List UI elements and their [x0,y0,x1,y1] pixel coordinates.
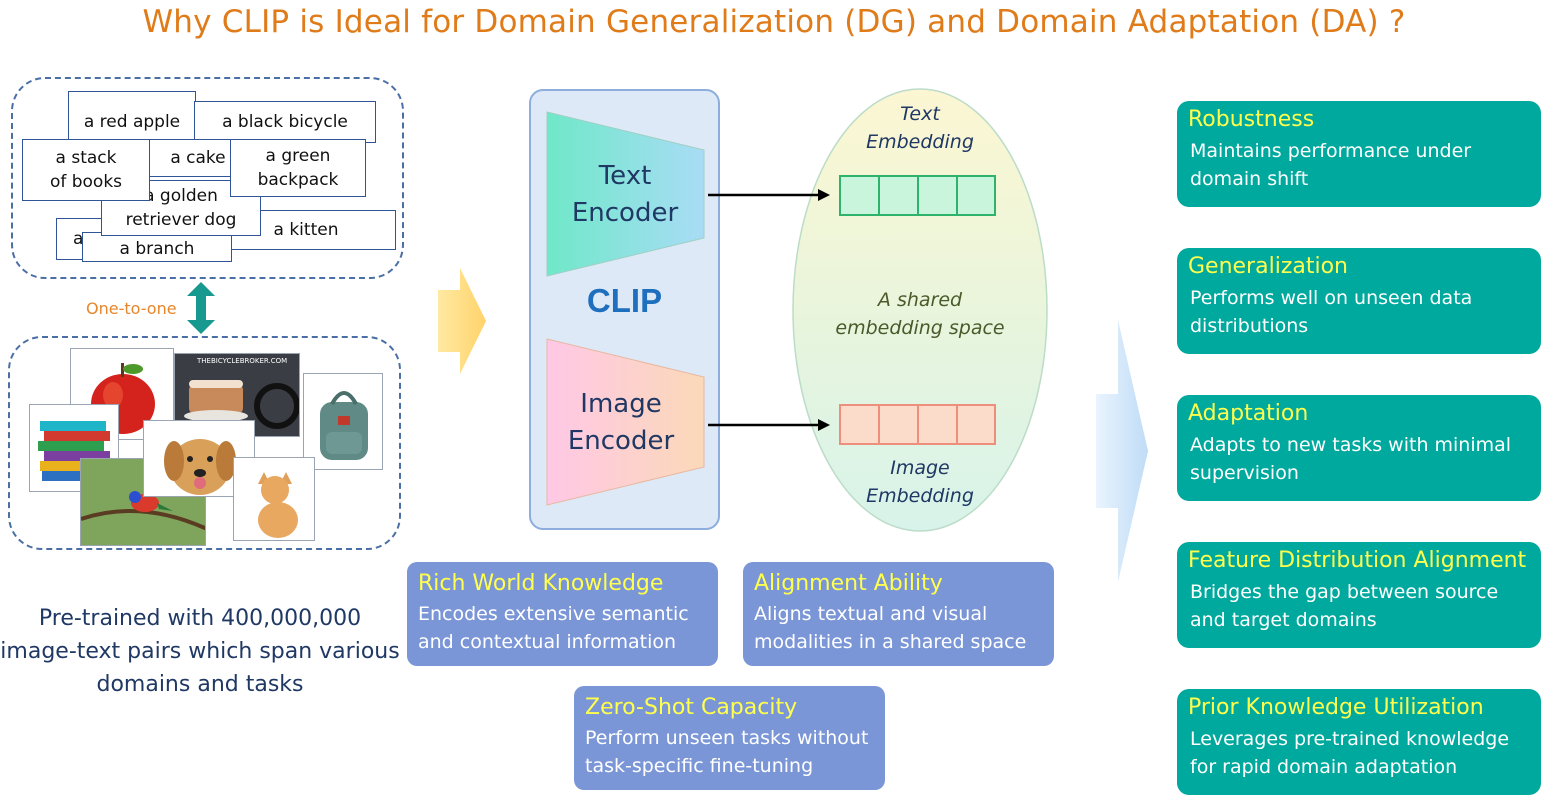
clip-label: CLIP [586,282,663,319]
feature-box-zero-shot-capacity: Zero-Shot Capacity Perform unseen tasks … [574,686,885,790]
property-description: Leverages pre-trained knowledge for rapi… [1190,728,1510,778]
property-title: Robustness [1188,107,1315,132]
image-cluster-box [8,336,401,550]
feature-description: Perform unseen tasks without task-specif… [585,727,869,777]
page-title: Why CLIP is Ideal for Domain Generalizat… [142,4,1406,40]
flow-arrow-icon [438,268,486,374]
feature-description: Aligns textual and visual modalities in … [754,603,1027,653]
one-to-one-arrow-icon [187,282,215,334]
feature-title: Alignment Ability [754,571,943,596]
feature-title: Rich World Knowledge [418,571,664,596]
property-robustness: Robustness Maintains performance under d… [1177,101,1541,207]
caption-branch: a branch [82,232,232,262]
feature-description: Encodes extensive semantic and contextua… [418,603,689,653]
text-encoder-arrow-icon [708,189,830,201]
backpack-photo [303,373,383,470]
property-prior-knowledge-utilization: Prior Knowledge Utilization Leverages pr… [1177,689,1541,795]
property-description: Bridges the gap between source and targe… [1190,581,1499,631]
image-embedding-vector [839,404,996,445]
pretrain-description: Pre-trained with 400,000,000 image-text … [0,606,400,697]
caption-cluster-box [11,77,404,279]
feature-title: Zero-Shot Capacity [585,695,798,720]
feature-box-rich-world-knowledge: Rich World Knowledge Encodes extensive s… [407,562,718,666]
text-encoder-shape [546,111,705,277]
property-description: Adapts to new tasks with minimal supervi… [1190,434,1512,484]
caption-green-backpack: a green backpack [230,139,366,197]
property-title: Feature Distribution Alignment [1188,548,1527,573]
caption-black-bicycle: a black bicycle [194,101,376,143]
dog-photo [143,420,255,497]
caption-stack-of-books: a stack of books [22,139,150,201]
property-description: Performs well on unseen data distributio… [1190,287,1473,337]
photo-watermark: THEBICYCLEBROKER.COM [197,357,288,365]
feature-box-alignment-ability: Alignment Ability Aligns textual and vis… [743,562,1054,666]
property-adaptation: Adaptation Adapts to new tasks with mini… [1177,395,1541,501]
property-description: Maintains performance under domain shift [1190,140,1472,190]
image-embedding-label: Image Embedding [866,457,974,507]
shared-embedding-space-label: A shared embedding space [835,289,1005,339]
result-arrow-icon [1096,320,1148,582]
property-feature-distribution-alignment: Feature Distribution Alignment Bridges t… [1177,542,1541,648]
text-encoder-label: Text Encoder [571,161,679,228]
image-encoder-arrow-icon [708,419,830,431]
property-title: Prior Knowledge Utilization [1188,695,1484,720]
property-title: Adaptation [1188,401,1309,426]
text-embedding-vector [839,175,996,216]
image-encoder-label: Image Encoder [567,389,675,456]
one-to-one-label: One-to-one [86,299,177,318]
property-generalization: Generalization Performs well on unseen d… [1177,248,1541,354]
image-encoder-shape [546,338,705,506]
property-title: Generalization [1188,254,1348,279]
cat-photo [233,457,315,541]
text-embedding-label: Text Embedding [866,103,974,153]
